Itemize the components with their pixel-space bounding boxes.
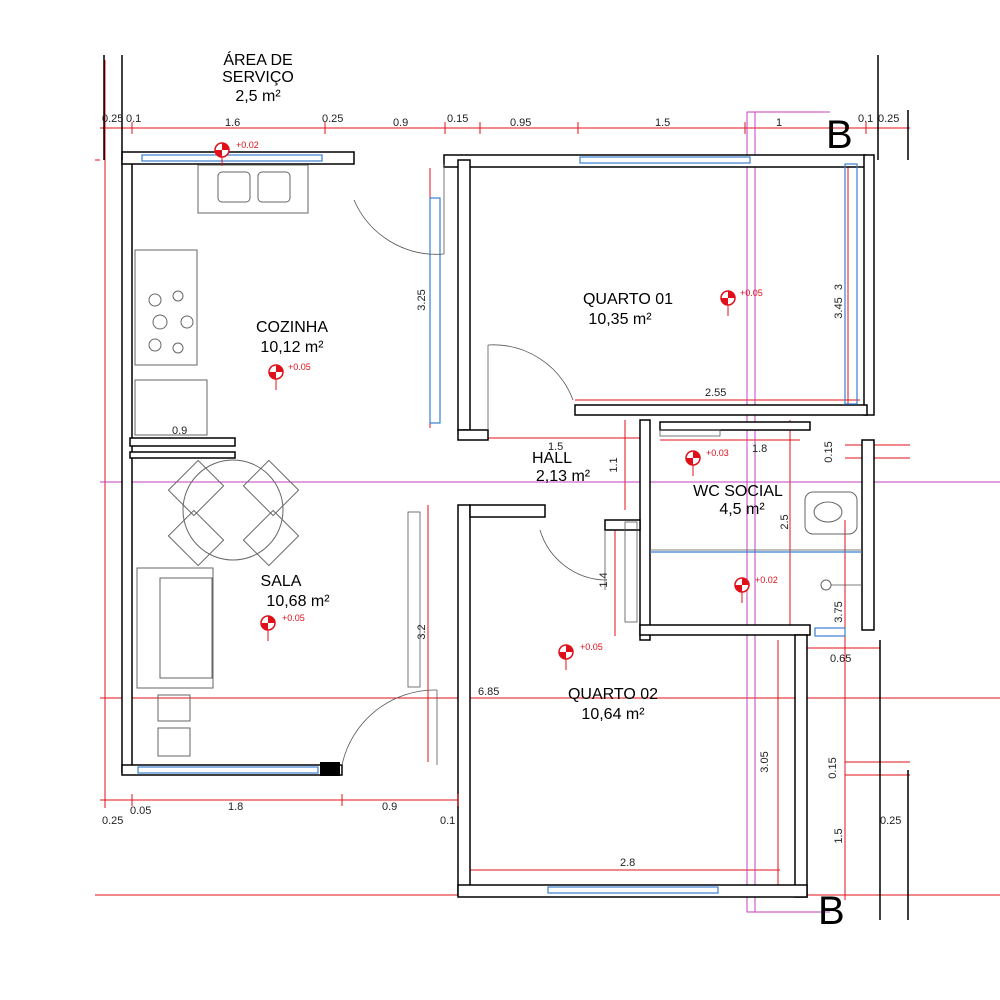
level-marker-servico xyxy=(214,142,230,166)
level-label-wc: +0.02 xyxy=(755,575,778,585)
dim-wc-height2: 3.75 xyxy=(833,601,845,622)
level-marker-hall xyxy=(685,450,701,476)
room-area-servico: 2,5 m² xyxy=(235,88,281,105)
dim-bottom-1: 0.05 xyxy=(130,805,151,817)
room-area-wc: 4,5 m² xyxy=(719,501,765,518)
dim-bottom-5: 0.25 xyxy=(880,815,901,827)
level-label-hall: +0.03 xyxy=(706,448,729,458)
room-name-servico-2: SERVIÇO xyxy=(222,69,294,86)
dim-wc-height: 2.5 xyxy=(779,514,791,529)
dim-bottom-2: 1.8 xyxy=(228,801,243,813)
room-name-quarto02: QUARTO 02 xyxy=(568,686,658,703)
level-marker-wc xyxy=(734,577,750,603)
dim-sala-height: 3.2 xyxy=(416,624,428,639)
doors xyxy=(341,164,721,766)
dim-q2-height: 3.05 xyxy=(759,751,771,772)
dim-right-065: 0.65 xyxy=(830,653,851,665)
dim-top-3: 0.25 xyxy=(322,113,343,125)
dim-q1-right: 3.45 xyxy=(833,297,845,318)
level-label-sala: +0.05 xyxy=(282,613,305,623)
section-mark-top: B xyxy=(826,113,853,157)
dim-bottom-4: 0.1 xyxy=(440,815,455,827)
level-marker-quarto01 xyxy=(720,290,736,316)
room-name-cozinha: COZINHA xyxy=(256,319,328,336)
dim-top-10: 0.25 xyxy=(878,113,899,125)
dim-top-0: 0.25 xyxy=(102,113,123,125)
bottom-dimensions: 0.25 0.05 1.8 0.9 0.1 0.25 xyxy=(102,801,901,827)
room-name-quarto01: QUARTO 01 xyxy=(583,291,673,308)
top-dimensions: 0.25 0.1 1.6 0.25 0.9 0.15 0.95 1.5 1 0.… xyxy=(102,113,899,129)
level-label-quarto02: +0.05 xyxy=(580,642,603,652)
room-area-sala: 10,68 m² xyxy=(266,593,330,610)
room-area-cozinha: 10,12 m² xyxy=(260,339,324,356)
level-label-servico: +0.02 xyxy=(236,140,259,150)
furniture xyxy=(134,164,862,757)
dim-top-8: 1 xyxy=(776,117,782,129)
section-mark-bottom: B xyxy=(818,889,845,933)
windows xyxy=(137,154,858,894)
dim-q1-width: 2.55 xyxy=(705,387,726,399)
dim-top-2: 1.6 xyxy=(225,117,240,129)
dim-q1-height: 3.25 xyxy=(416,289,428,310)
top-dimension-ticks xyxy=(131,122,867,134)
dim-cozinha-bottom: 0.9 xyxy=(172,425,187,437)
walls xyxy=(103,55,909,920)
level-label-quarto01: +0.05 xyxy=(740,288,763,298)
dim-top-7: 1.5 xyxy=(655,117,670,129)
level-marker-sala xyxy=(260,615,276,641)
level-markers xyxy=(214,142,750,670)
dim-bottom-3: 0.9 xyxy=(382,801,397,813)
dim-wc-r1: 0.15 xyxy=(823,441,835,462)
room-name-sala: SALA xyxy=(261,573,302,590)
dim-top-9: 0.1 xyxy=(858,113,873,125)
dim-total: 6.85 xyxy=(478,686,499,698)
bottom-dimension-ticks xyxy=(131,794,459,806)
dim-right-015: 0.15 xyxy=(827,757,839,778)
section-line xyxy=(100,111,1000,913)
dim-wc-width: 1.8 xyxy=(752,443,767,455)
dim-hall-door: 1.4 xyxy=(598,572,610,587)
level-marker-quarto02 xyxy=(558,644,574,670)
dim-q2-width: 2.8 xyxy=(620,857,635,869)
interior-dimensions: 0.9 3.25 3.45 3 2.55 1.5 1.1 1.8 0.15 2.… xyxy=(172,284,851,869)
dim-hall-width: 1.5 xyxy=(548,441,563,453)
room-name-hall: HALL xyxy=(532,450,572,467)
level-marker-cozinha xyxy=(268,364,284,390)
room-area-quarto01: 10,35 m² xyxy=(588,311,652,328)
dim-bottom-0: 0.25 xyxy=(102,815,123,827)
room-name-wc: WC SOCIAL xyxy=(693,483,783,500)
dim-hall-height: 1.1 xyxy=(608,457,620,472)
room-area-hall: 2,13 m² xyxy=(536,468,591,485)
dim-top-6: 0.95 xyxy=(510,117,531,129)
dim-top-4: 0.9 xyxy=(393,117,408,129)
dim-top-5: 0.15 xyxy=(447,113,468,125)
dim-top-1: 0.1 xyxy=(126,113,141,125)
level-label-cozinha: +0.05 xyxy=(288,362,311,372)
room-area-quarto02: 10,64 m² xyxy=(581,706,645,723)
room-name-servico-1: ÁREA DE xyxy=(223,50,292,69)
dim-right-15: 1.5 xyxy=(833,828,845,843)
dim-q1-right2: 3 xyxy=(833,284,845,290)
